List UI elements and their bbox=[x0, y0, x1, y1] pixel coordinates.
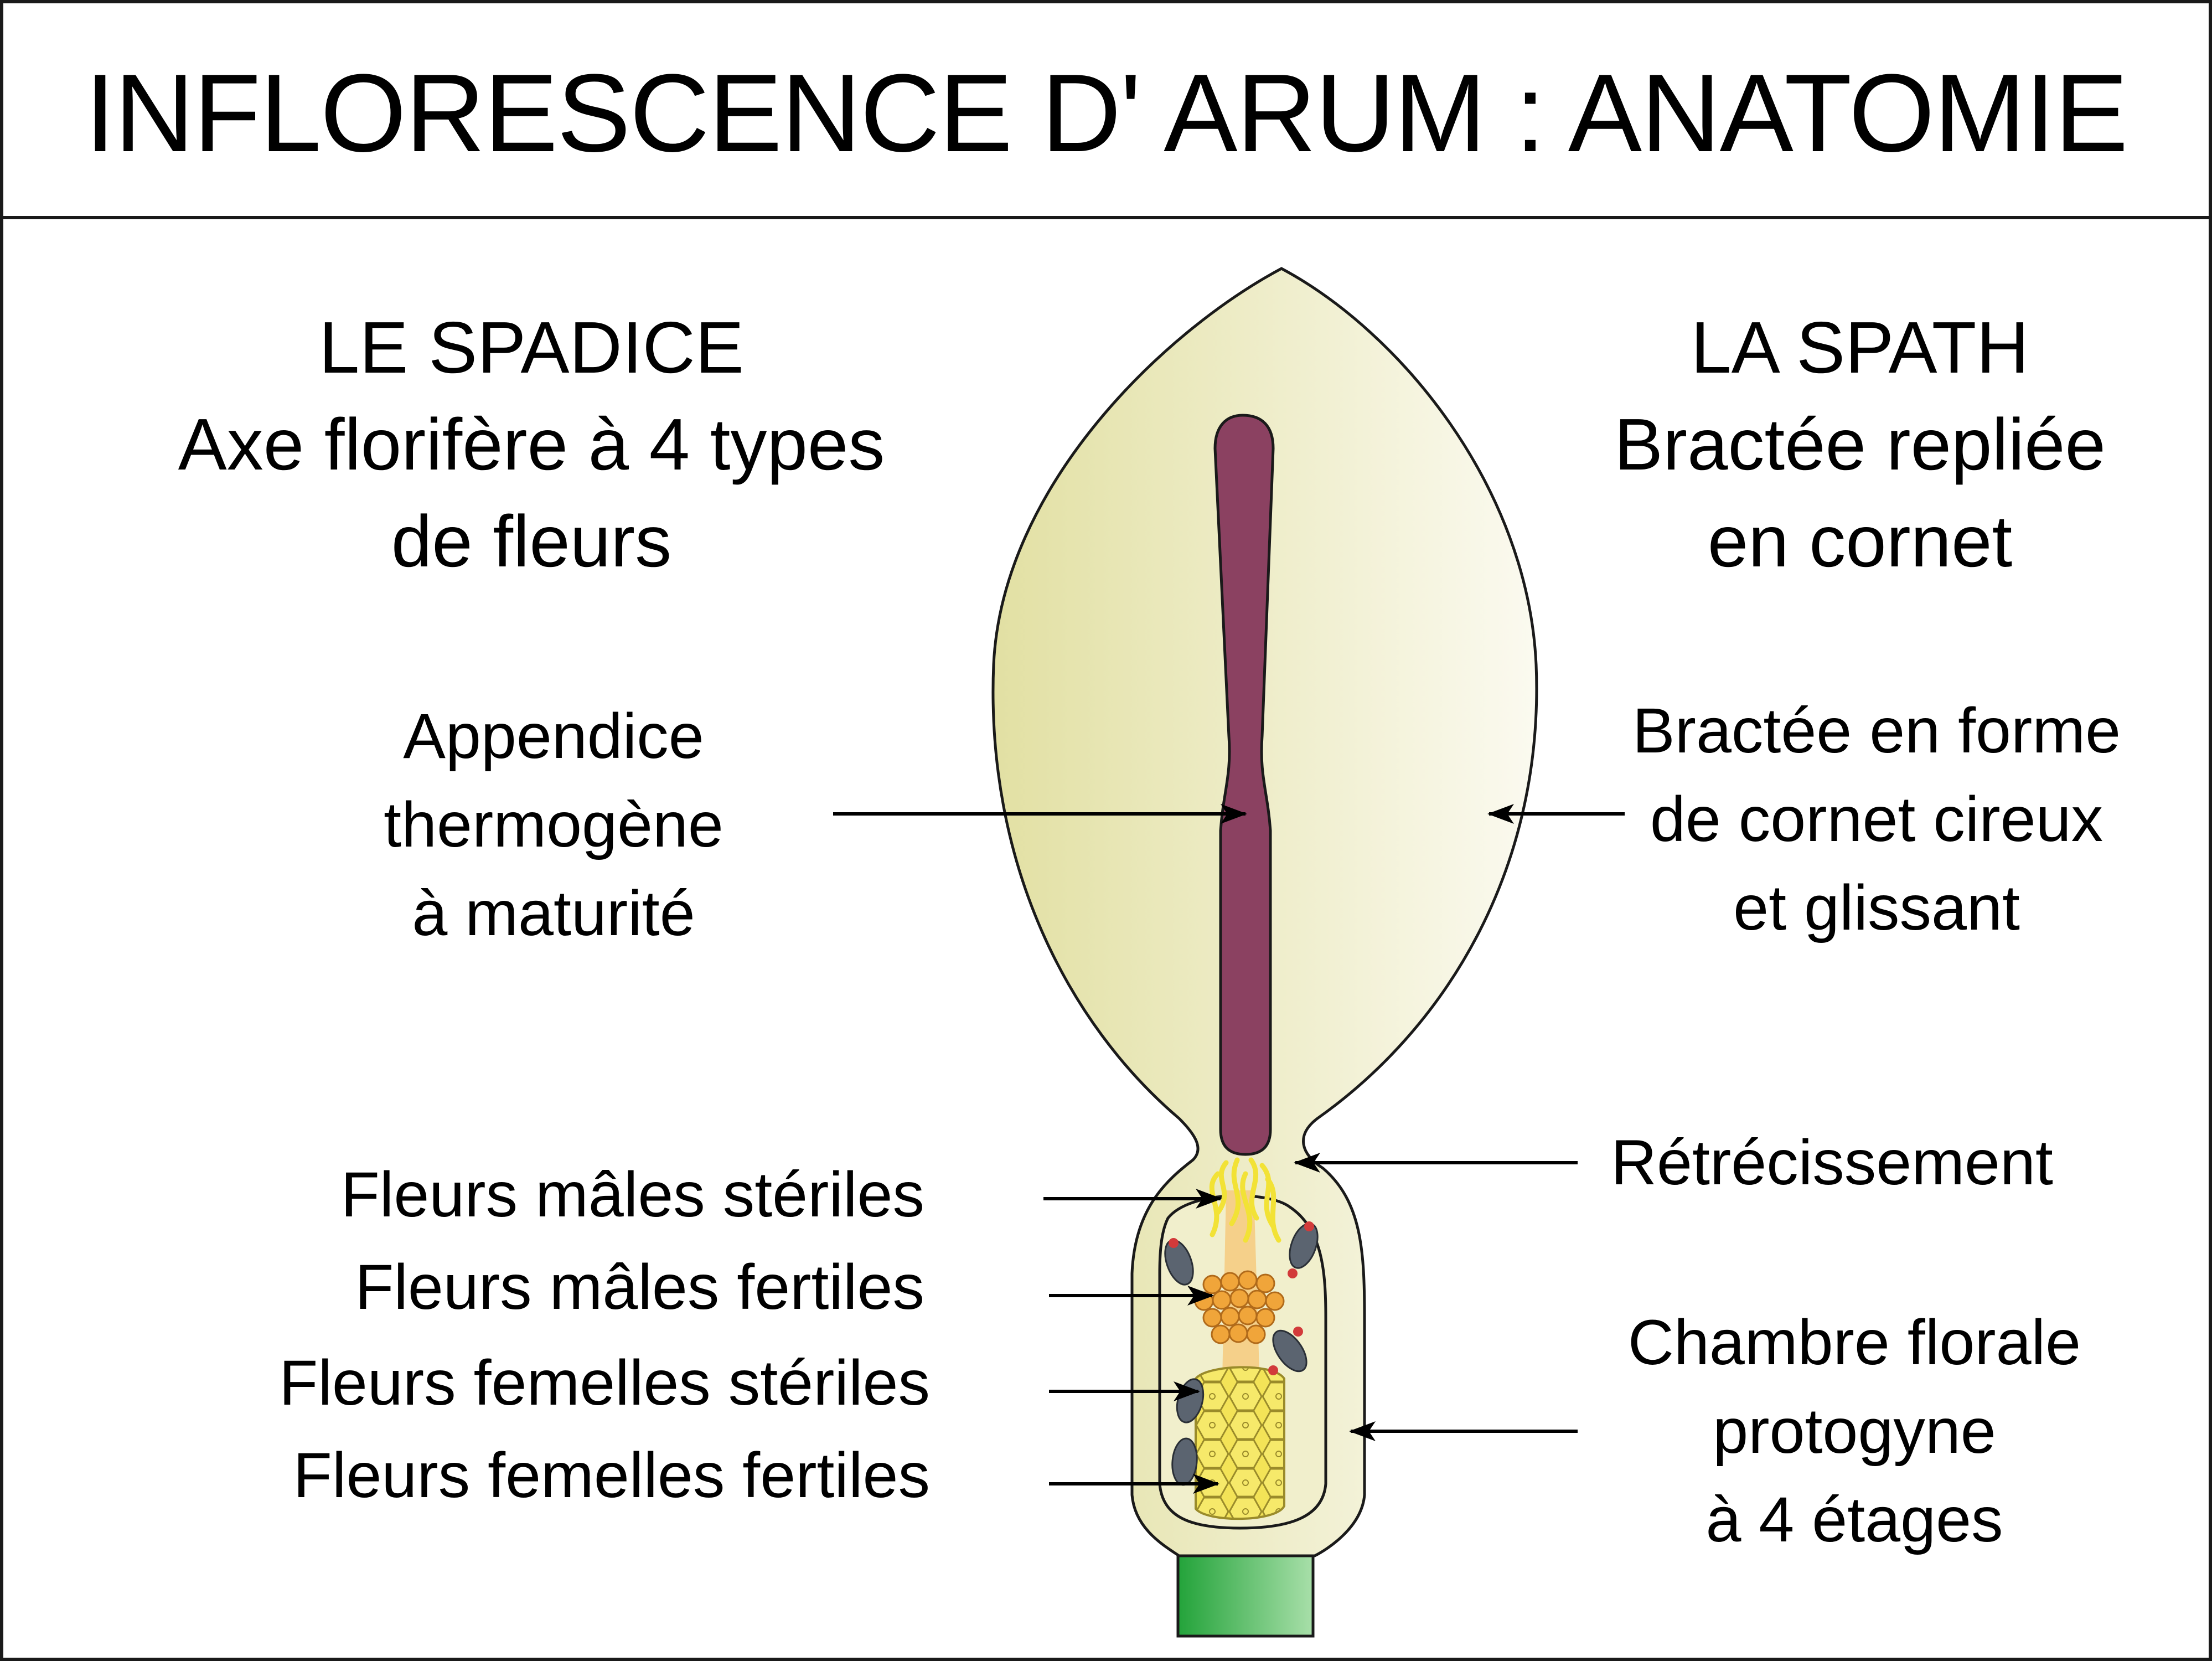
label-chambre-line-1: Chambre florale bbox=[1627, 1307, 2081, 1378]
label-males-fertiles: Fleurs mâles fertiles bbox=[355, 1252, 924, 1323]
page-title: INFLORESCENCE D' ARUM : ANATOMIE bbox=[85, 51, 2128, 175]
spath-heading-block: LA SPATH Bractée repliée en cornet bbox=[1533, 299, 2187, 590]
label-appendice-line-3: à maturité bbox=[412, 878, 695, 949]
label-bractee-line-2: de cornet cireux bbox=[1650, 784, 2104, 855]
label-bractee-line-1: Bractée en forme bbox=[1632, 695, 2121, 766]
label-bractee-line-3: et glissant bbox=[1733, 873, 2020, 943]
spath-heading: LA SPATH bbox=[1691, 307, 2029, 388]
label-bractee: Bractée en forme de cornet cireux et gli… bbox=[1605, 687, 2148, 952]
label-retrecissement: Rétrécissement bbox=[1611, 1127, 2053, 1198]
header-divider bbox=[0, 216, 2212, 219]
spadice-line-2: de fleurs bbox=[391, 501, 672, 582]
label-femelles-fertiles: Fleurs femelles fertiles bbox=[293, 1440, 930, 1511]
label-chambre-line-2: protogyne bbox=[1713, 1396, 1996, 1467]
spadice-heading-block: LE SPADICE Axe florifère à 4 types de fl… bbox=[144, 299, 919, 590]
label-males-steriles: Fleurs mâles stériles bbox=[340, 1159, 924, 1230]
spath-line-1: Bractée repliée bbox=[1614, 404, 2106, 485]
appendix bbox=[1213, 414, 1275, 1156]
spath-line-2: en cornet bbox=[1707, 501, 2013, 582]
stem bbox=[1176, 1551, 1315, 1638]
spadice-line-1: Axe florifère à 4 types bbox=[178, 404, 885, 485]
female-flowers bbox=[1195, 1366, 1285, 1520]
label-appendice: Appendice thermogène à maturité bbox=[332, 692, 775, 958]
spadice-heading: LE SPADICE bbox=[319, 307, 744, 388]
label-chambre-line-3: à 4 étages bbox=[1705, 1484, 2003, 1555]
label-chambre: Chambre florale protogyne à 4 étages bbox=[1578, 1298, 2131, 1564]
sterile-male-flowers bbox=[1209, 1157, 1281, 1243]
label-appendice-line-2: thermogène bbox=[384, 790, 723, 860]
label-appendice-line-1: Appendice bbox=[403, 701, 704, 772]
label-femelles-steriles: Fleurs femelles stériles bbox=[279, 1348, 930, 1418]
